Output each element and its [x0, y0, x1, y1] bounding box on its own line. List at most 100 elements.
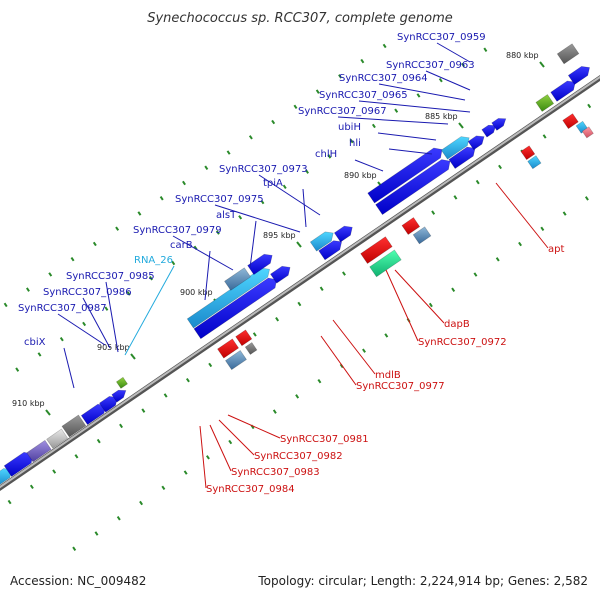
- gene-fwd-y: [535, 94, 555, 112]
- gene-fwd-c: [26, 439, 52, 463]
- gene-rev-b: [235, 329, 253, 347]
- scale-dot-0: [182, 180, 186, 186]
- gene-rev-c: [225, 350, 247, 371]
- scale-dot-2: [7, 499, 12, 505]
- leader-rev-6: [218, 419, 255, 456]
- leader-4: [337, 116, 449, 125]
- tick-mark-3: [296, 241, 302, 248]
- topology-text: Topology: circular; Length: 2,224,914 bp…: [258, 574, 588, 588]
- gene-rev-g: [401, 217, 421, 235]
- accession-text: Accession: NC_009482: [10, 574, 147, 588]
- gene-label-synrcc307_0977: SynRCC307_0977: [356, 381, 445, 392]
- gene-rev-k: [562, 113, 579, 130]
- leader-rev-3: [332, 319, 376, 375]
- scale-dot-3: [183, 470, 188, 475]
- leader-rev-0: [495, 182, 549, 249]
- leader-1: [425, 70, 471, 91]
- scale-dot-2: [475, 179, 480, 185]
- scale-dot-3: [518, 241, 523, 247]
- tick-label-5: 905 kbp: [97, 343, 130, 352]
- leader-15: [105, 281, 119, 353]
- scale-dot-2: [587, 103, 592, 109]
- gene-label-tpia: tpiA: [263, 178, 283, 189]
- gene-label-synrcc307_0964: SynRCC307_0964: [339, 73, 428, 84]
- tick-mark-0: [539, 61, 545, 68]
- scale-dot-0: [137, 211, 142, 216]
- leader-9: [302, 188, 307, 228]
- gene-label-synrcc307_0973: SynRCC307_0973: [219, 164, 308, 175]
- scale-dot-1: [327, 154, 332, 159]
- gene-fwd-ab: [556, 43, 580, 65]
- leader-14: [124, 265, 175, 356]
- scale-dot-0: [360, 58, 365, 64]
- scale-dot-0: [382, 43, 387, 49]
- scale-dot-2: [74, 454, 79, 459]
- leader-5: [377, 132, 437, 141]
- scale-dot-2: [52, 469, 57, 474]
- label-leader-lines: [57, 42, 549, 489]
- tick-mark-5: [130, 353, 136, 360]
- scale-dot-3: [205, 455, 210, 460]
- scale-dot-3: [94, 531, 99, 536]
- gene-label-synrcc307_0986: SynRCC307_0986: [43, 287, 132, 298]
- scale-dot-3: [562, 211, 567, 216]
- scale-dot-0: [115, 226, 120, 231]
- scale-dot-1: [15, 367, 20, 372]
- scale-dot-3: [540, 226, 545, 232]
- scale-dot-1: [149, 276, 153, 281]
- scale-dot-1: [282, 184, 287, 190]
- scale-dot-3: [317, 378, 322, 384]
- gene-label-ubih: ubiH: [338, 122, 361, 133]
- gene-label-cbix: cbiX: [24, 337, 46, 348]
- scale-dot-1: [126, 291, 131, 296]
- scale-dot-1: [104, 306, 109, 311]
- scale-dot-3: [495, 257, 500, 262]
- scale-dot-2: [29, 484, 34, 490]
- leader-12: [172, 235, 234, 271]
- gene-rev-e: [360, 236, 393, 264]
- scale-dot-0: [70, 256, 75, 262]
- scale-dot-0: [3, 302, 8, 308]
- scale-dot-1: [238, 215, 243, 220]
- gene-rev-i: [520, 145, 536, 161]
- scale-dot-1: [483, 47, 488, 52]
- leader-6: [388, 148, 433, 155]
- tick-label-6: 910 kbp: [12, 399, 45, 408]
- leader-10: [214, 204, 301, 233]
- scale-dot-1: [394, 108, 399, 113]
- scale-dot-3: [116, 516, 121, 521]
- leader-2: [378, 83, 466, 101]
- gene-fwd-d: [46, 428, 69, 449]
- leader-rev-1: [394, 269, 445, 324]
- gene-label-synrcc307_0981: SynRCC307_0981: [280, 434, 369, 445]
- scale-dot-2: [319, 286, 324, 291]
- scale-dot-0: [226, 150, 231, 155]
- gene-fwd-o: [309, 231, 334, 252]
- scale-dot-0: [271, 119, 276, 125]
- gene-rev-m: [581, 126, 594, 139]
- gene-label-rna_26: RNA_26: [134, 255, 173, 266]
- gene-label-dapb: dapB: [444, 319, 470, 330]
- scale-dot-2: [141, 408, 146, 413]
- backbone-highlight: [0, 75, 600, 489]
- gene-fwd-aa: [567, 66, 590, 85]
- gene-fwd-z: [550, 80, 576, 102]
- scale-dot-0: [48, 272, 53, 277]
- gene-label-synrcc307_0984: SynRCC307_0984: [206, 484, 295, 495]
- gene-features: [0, 43, 594, 485]
- gene-rev-j: [527, 155, 542, 170]
- leader-rev-8: [199, 425, 207, 489]
- scale-dot-3: [72, 546, 77, 551]
- genome-backbone: [0, 74, 600, 492]
- scale-dot-3: [428, 302, 433, 308]
- scale-dot-2: [275, 317, 280, 322]
- scale-dot-2: [119, 423, 124, 429]
- scale-dot-1: [37, 352, 42, 357]
- gene-label-synrcc307_0959: SynRCC307_0959: [397, 32, 486, 43]
- scale-dot-2: [297, 301, 302, 307]
- scale-dot-2: [542, 134, 547, 139]
- scale-dot-0: [26, 287, 30, 292]
- leader-13: [204, 250, 211, 301]
- gene-rev-a: [217, 338, 240, 359]
- leader-17: [57, 313, 106, 346]
